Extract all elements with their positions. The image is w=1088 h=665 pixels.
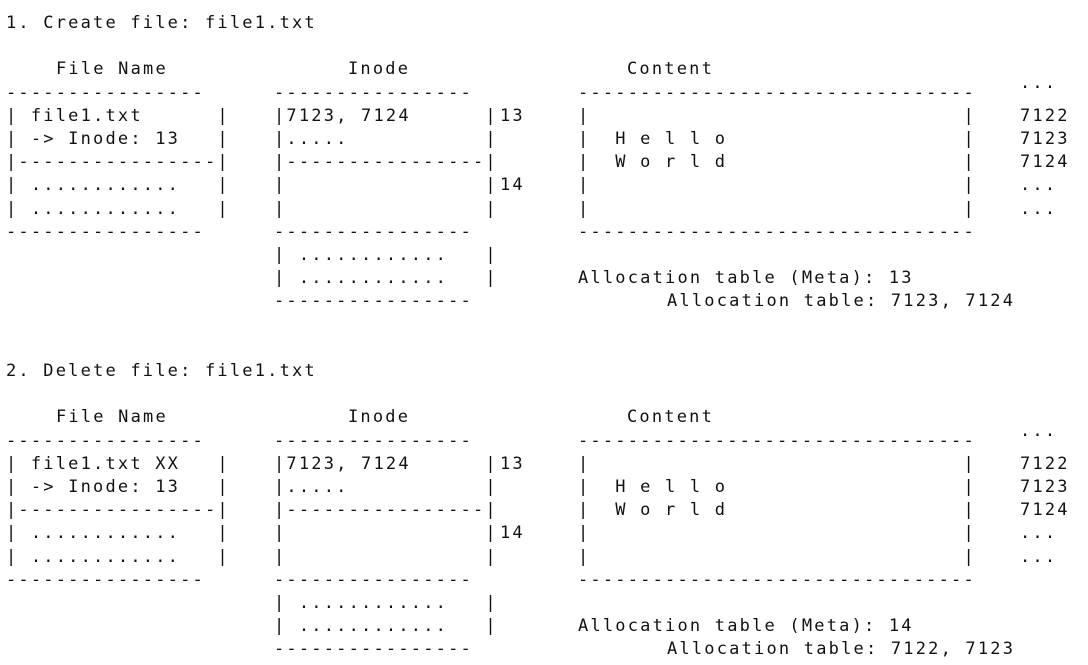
block-number: ... <box>1020 73 1058 93</box>
block-number: ... <box>1020 547 1058 567</box>
block-number: ... <box>1020 421 1058 441</box>
block-number: 7123 <box>1020 477 1070 497</box>
inode-table-line: ---------------- <box>274 431 473 451</box>
inode-table-line: ---------------- <box>274 570 473 590</box>
content-table-line: -------------------------------- <box>578 83 976 103</box>
inode-table-line: | | <box>274 199 498 219</box>
content-header: Content <box>627 59 715 79</box>
inode-number: 13 <box>500 106 525 126</box>
inode-table-line: ---------------- <box>274 639 473 659</box>
inode-table-line: |----------------| <box>274 500 498 520</box>
inode-table-line: |----------------| <box>274 152 498 172</box>
file-table-line: ---------------- <box>6 570 205 590</box>
file-table-line: | ............ | <box>6 547 230 567</box>
inode-table-line: | | <box>274 523 498 543</box>
content-table-line: -------------------------------- <box>578 222 976 242</box>
content-table-line: | | <box>578 199 976 219</box>
content-table-line: | H e l l o | <box>578 477 976 497</box>
content-table-line: | H e l l o | <box>578 129 976 149</box>
inode-header: Inode <box>348 59 411 79</box>
inode-table-line: | ............ | <box>274 593 498 613</box>
inode-table-line: | | <box>274 175 498 195</box>
inode-table-line: | ............ | <box>274 268 498 288</box>
file-table-line: | ............ | <box>6 199 230 219</box>
file-table-line: | ............ | <box>6 523 230 543</box>
content-table-line: | | <box>578 454 976 474</box>
inode-table-line: ---------------- <box>274 291 473 311</box>
file-table-line: ---------------- <box>6 222 205 242</box>
block-number: ... <box>1020 523 1058 543</box>
file-table-line: ---------------- <box>6 83 205 103</box>
inode-number: 13 <box>500 454 525 474</box>
inode-table-line: | ............ | <box>274 245 498 265</box>
meta-allocation-line: Allocation table (Meta): 13 <box>578 268 914 288</box>
block-number: 7124 <box>1020 152 1070 172</box>
file-table-line: | -> Inode: 13 | <box>6 129 230 149</box>
file-table-line: |----------------| <box>6 152 230 172</box>
file-table-line: | ............ | <box>6 175 230 195</box>
allocation-line: Allocation table: 7122, 7123 <box>667 639 1016 659</box>
file-table-line: | file1.txt | <box>6 106 230 126</box>
block-number: 7122 <box>1020 106 1070 126</box>
inode-table-line: | ............ | <box>274 616 498 636</box>
file-name-header: File Name <box>56 59 168 79</box>
file-table-line: |----------------| <box>6 500 230 520</box>
inode-table-line: ---------------- <box>274 222 473 242</box>
file-table-line: ---------------- <box>6 431 205 451</box>
content-table-line: | | <box>578 547 976 567</box>
content-table-line: | | <box>578 523 976 543</box>
inode-table-line: |..... | <box>274 477 498 497</box>
block-number: 7124 <box>1020 500 1070 520</box>
section-title: 2. Delete file: file1.txt <box>6 361 317 381</box>
content-table-line: | W o r l d | <box>578 152 976 172</box>
inode-number: 14 <box>500 523 525 543</box>
content-table-line: | | <box>578 106 976 126</box>
inode-header: Inode <box>348 407 411 427</box>
block-number: 7122 <box>1020 454 1070 474</box>
section-title: 1. Create file: file1.txt <box>6 13 317 33</box>
inode-table-line: |7123, 7124 | <box>274 106 498 126</box>
content-table-line: -------------------------------- <box>578 431 976 451</box>
inode-table-line: |..... | <box>274 129 498 149</box>
meta-allocation-line: Allocation table (Meta): 14 <box>578 616 914 636</box>
file-name-header: File Name <box>56 407 168 427</box>
block-number: ... <box>1020 175 1058 195</box>
content-table-line: | W o r l d | <box>578 500 976 520</box>
block-number: 7123 <box>1020 129 1070 149</box>
content-header: Content <box>627 407 715 427</box>
inode-table-line: ---------------- <box>274 83 473 103</box>
content-table-line: | | <box>578 175 976 195</box>
block-number: ... <box>1020 199 1058 219</box>
inode-number: 14 <box>500 175 525 195</box>
file-table-line: | file1.txt XX | <box>6 454 230 474</box>
inode-table-line: | | <box>274 547 498 567</box>
file-table-line: | -> Inode: 13 | <box>6 477 230 497</box>
allocation-line: Allocation table: 7123, 7124 <box>667 291 1016 311</box>
content-table-line: -------------------------------- <box>578 570 976 590</box>
inode-table-line: |7123, 7124 | <box>274 454 498 474</box>
